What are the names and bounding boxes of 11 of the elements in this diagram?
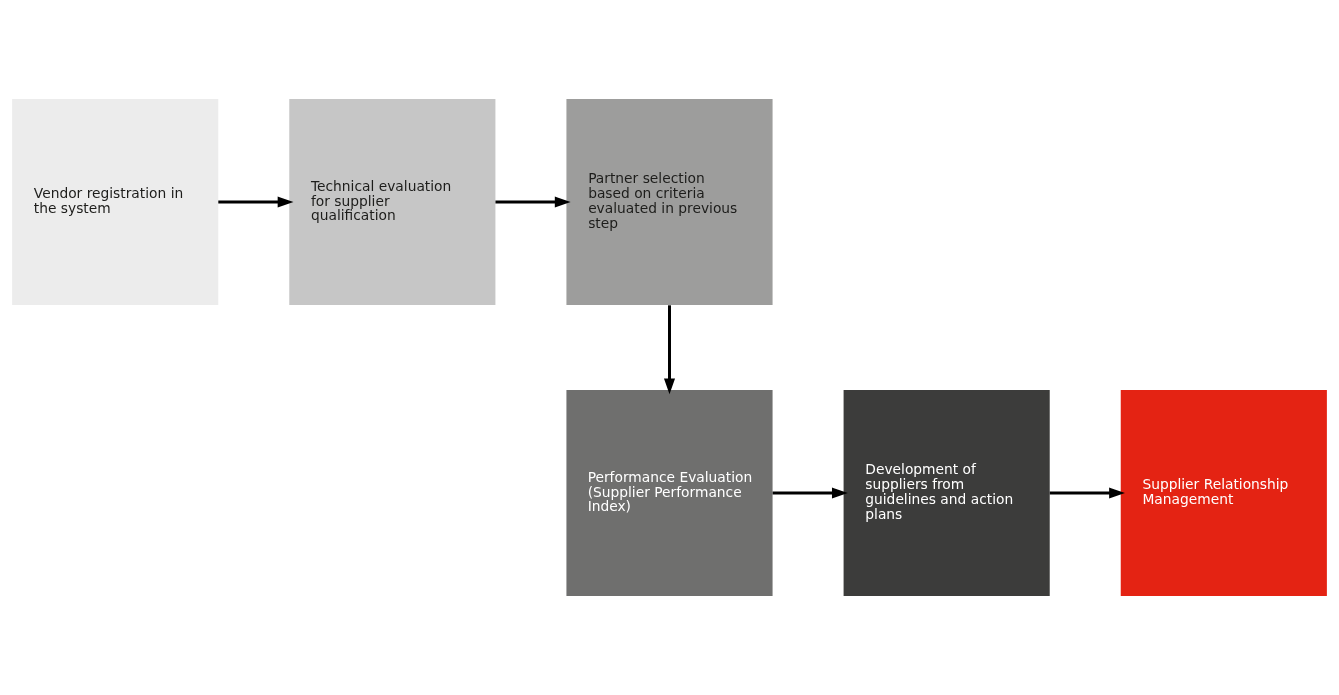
node-box: Development of suppliers from guidelines and action plans	[843, 389, 1050, 597]
node-box: Partner selection based on criteria evaluated in previous step	[566, 98, 773, 306]
node-box: Supplier Relationship Management	[1120, 389, 1327, 597]
arrow	[1049, 487, 1125, 499]
node-box: Technical evaluation for supplier qualification	[289, 98, 496, 306]
arrow	[772, 487, 848, 499]
arrow	[218, 196, 294, 208]
arrow	[495, 196, 571, 208]
node-box: Vendor registration in the system	[12, 98, 219, 306]
node-box: Performance Evaluation (Supplier Performance Index)	[566, 389, 773, 597]
arrow	[663, 305, 676, 395]
